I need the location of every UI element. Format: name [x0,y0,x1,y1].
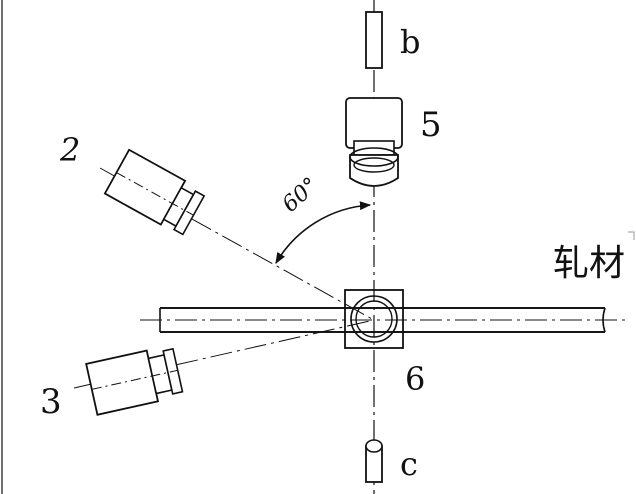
rolled-material-bar [140,307,625,333]
label-c: c [400,445,418,483]
device-6 [160,289,605,349]
corner-mark [628,231,635,240]
camera-2 [103,148,206,236]
label-5: 5 [420,105,442,145]
camera-3 [85,347,184,416]
label-2: 2 [60,131,81,169]
angle-arc [275,201,372,264]
label-rolled-material: 轧材 [553,243,626,284]
sensor-b [365,11,383,69]
label-6: 6 [405,360,426,398]
label-b: b [400,23,421,61]
sensor-c [365,439,383,483]
label-3: 3 [40,382,62,422]
camera-5 [345,97,403,187]
